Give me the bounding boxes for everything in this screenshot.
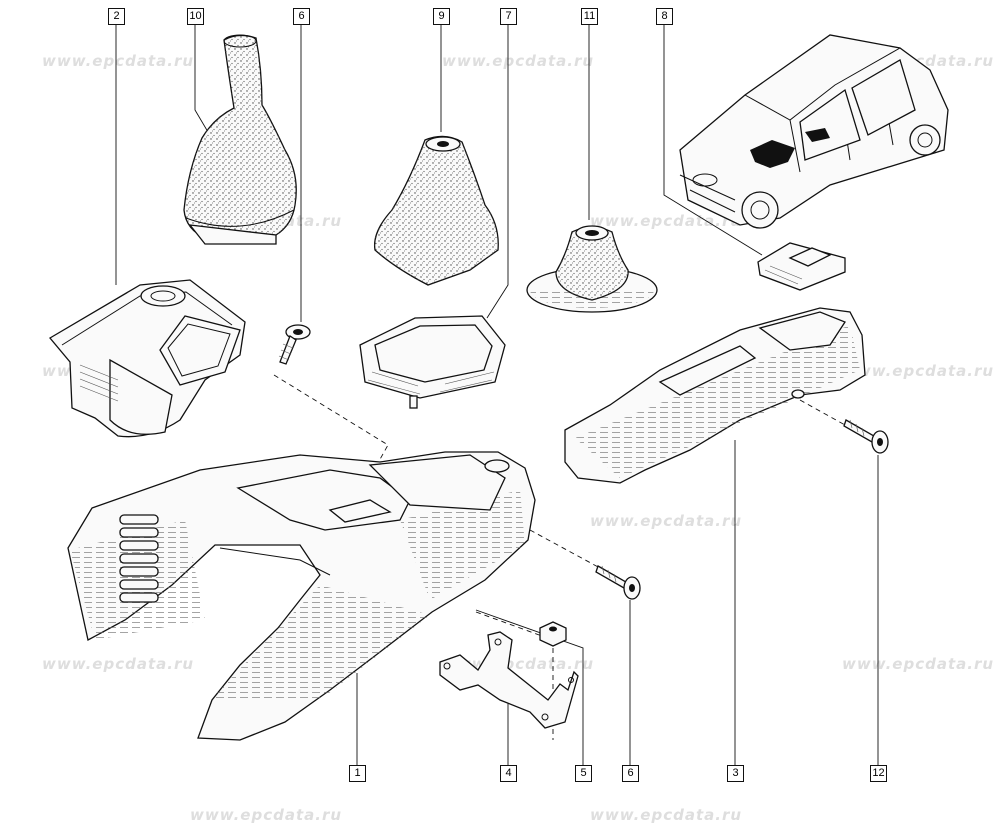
- centre-console-part-1: [67, 451, 536, 741]
- callout-label-4: 4: [500, 765, 517, 782]
- screw-part-6-lower: [595, 565, 641, 600]
- watermark: www.epcdata.ru: [442, 52, 595, 70]
- callout-label-5: 5: [575, 765, 592, 782]
- callout-label-10: 10: [187, 8, 204, 25]
- watermark: www.epcdata.ru: [842, 655, 995, 673]
- boot-frame-part-7: [359, 315, 506, 409]
- callout-label-8: 8: [656, 8, 673, 25]
- bracket-part-4: [439, 631, 579, 729]
- callout-label-11: 11: [581, 8, 598, 25]
- callout-label-3: 3: [727, 765, 744, 782]
- screw-part-6: [278, 324, 311, 365]
- callout-label-9: 9: [433, 8, 450, 25]
- rear-console-part-3: [564, 307, 866, 484]
- watermark: www.epcdata.ru: [842, 362, 995, 380]
- callout-label-6-lower: 6: [622, 765, 639, 782]
- vent-grille: [119, 514, 159, 603]
- gear-knob-boot-part-10: [183, 34, 297, 245]
- watermark: www.epcdata.ru: [42, 52, 195, 70]
- callout-label-1: 1: [349, 765, 366, 782]
- inner-boot-part-11: [526, 225, 658, 313]
- callout-label-6: 6: [293, 8, 310, 25]
- gear-boot-part-9: [373, 135, 499, 286]
- watermark: www.epcdata.ru: [590, 212, 743, 230]
- screw-part-12: [843, 419, 889, 454]
- callout-label-7: 7: [500, 8, 517, 25]
- car-illustration-part-8: [679, 34, 949, 291]
- callout-label-12: 12: [870, 765, 887, 782]
- gear-surround-part-2: [49, 279, 246, 438]
- clip-nut-part-5: [539, 621, 567, 647]
- watermark: www.epcdata.ru: [42, 655, 195, 673]
- callout-label-2: 2: [108, 8, 125, 25]
- watermark: www.epcdata.ru: [590, 512, 743, 530]
